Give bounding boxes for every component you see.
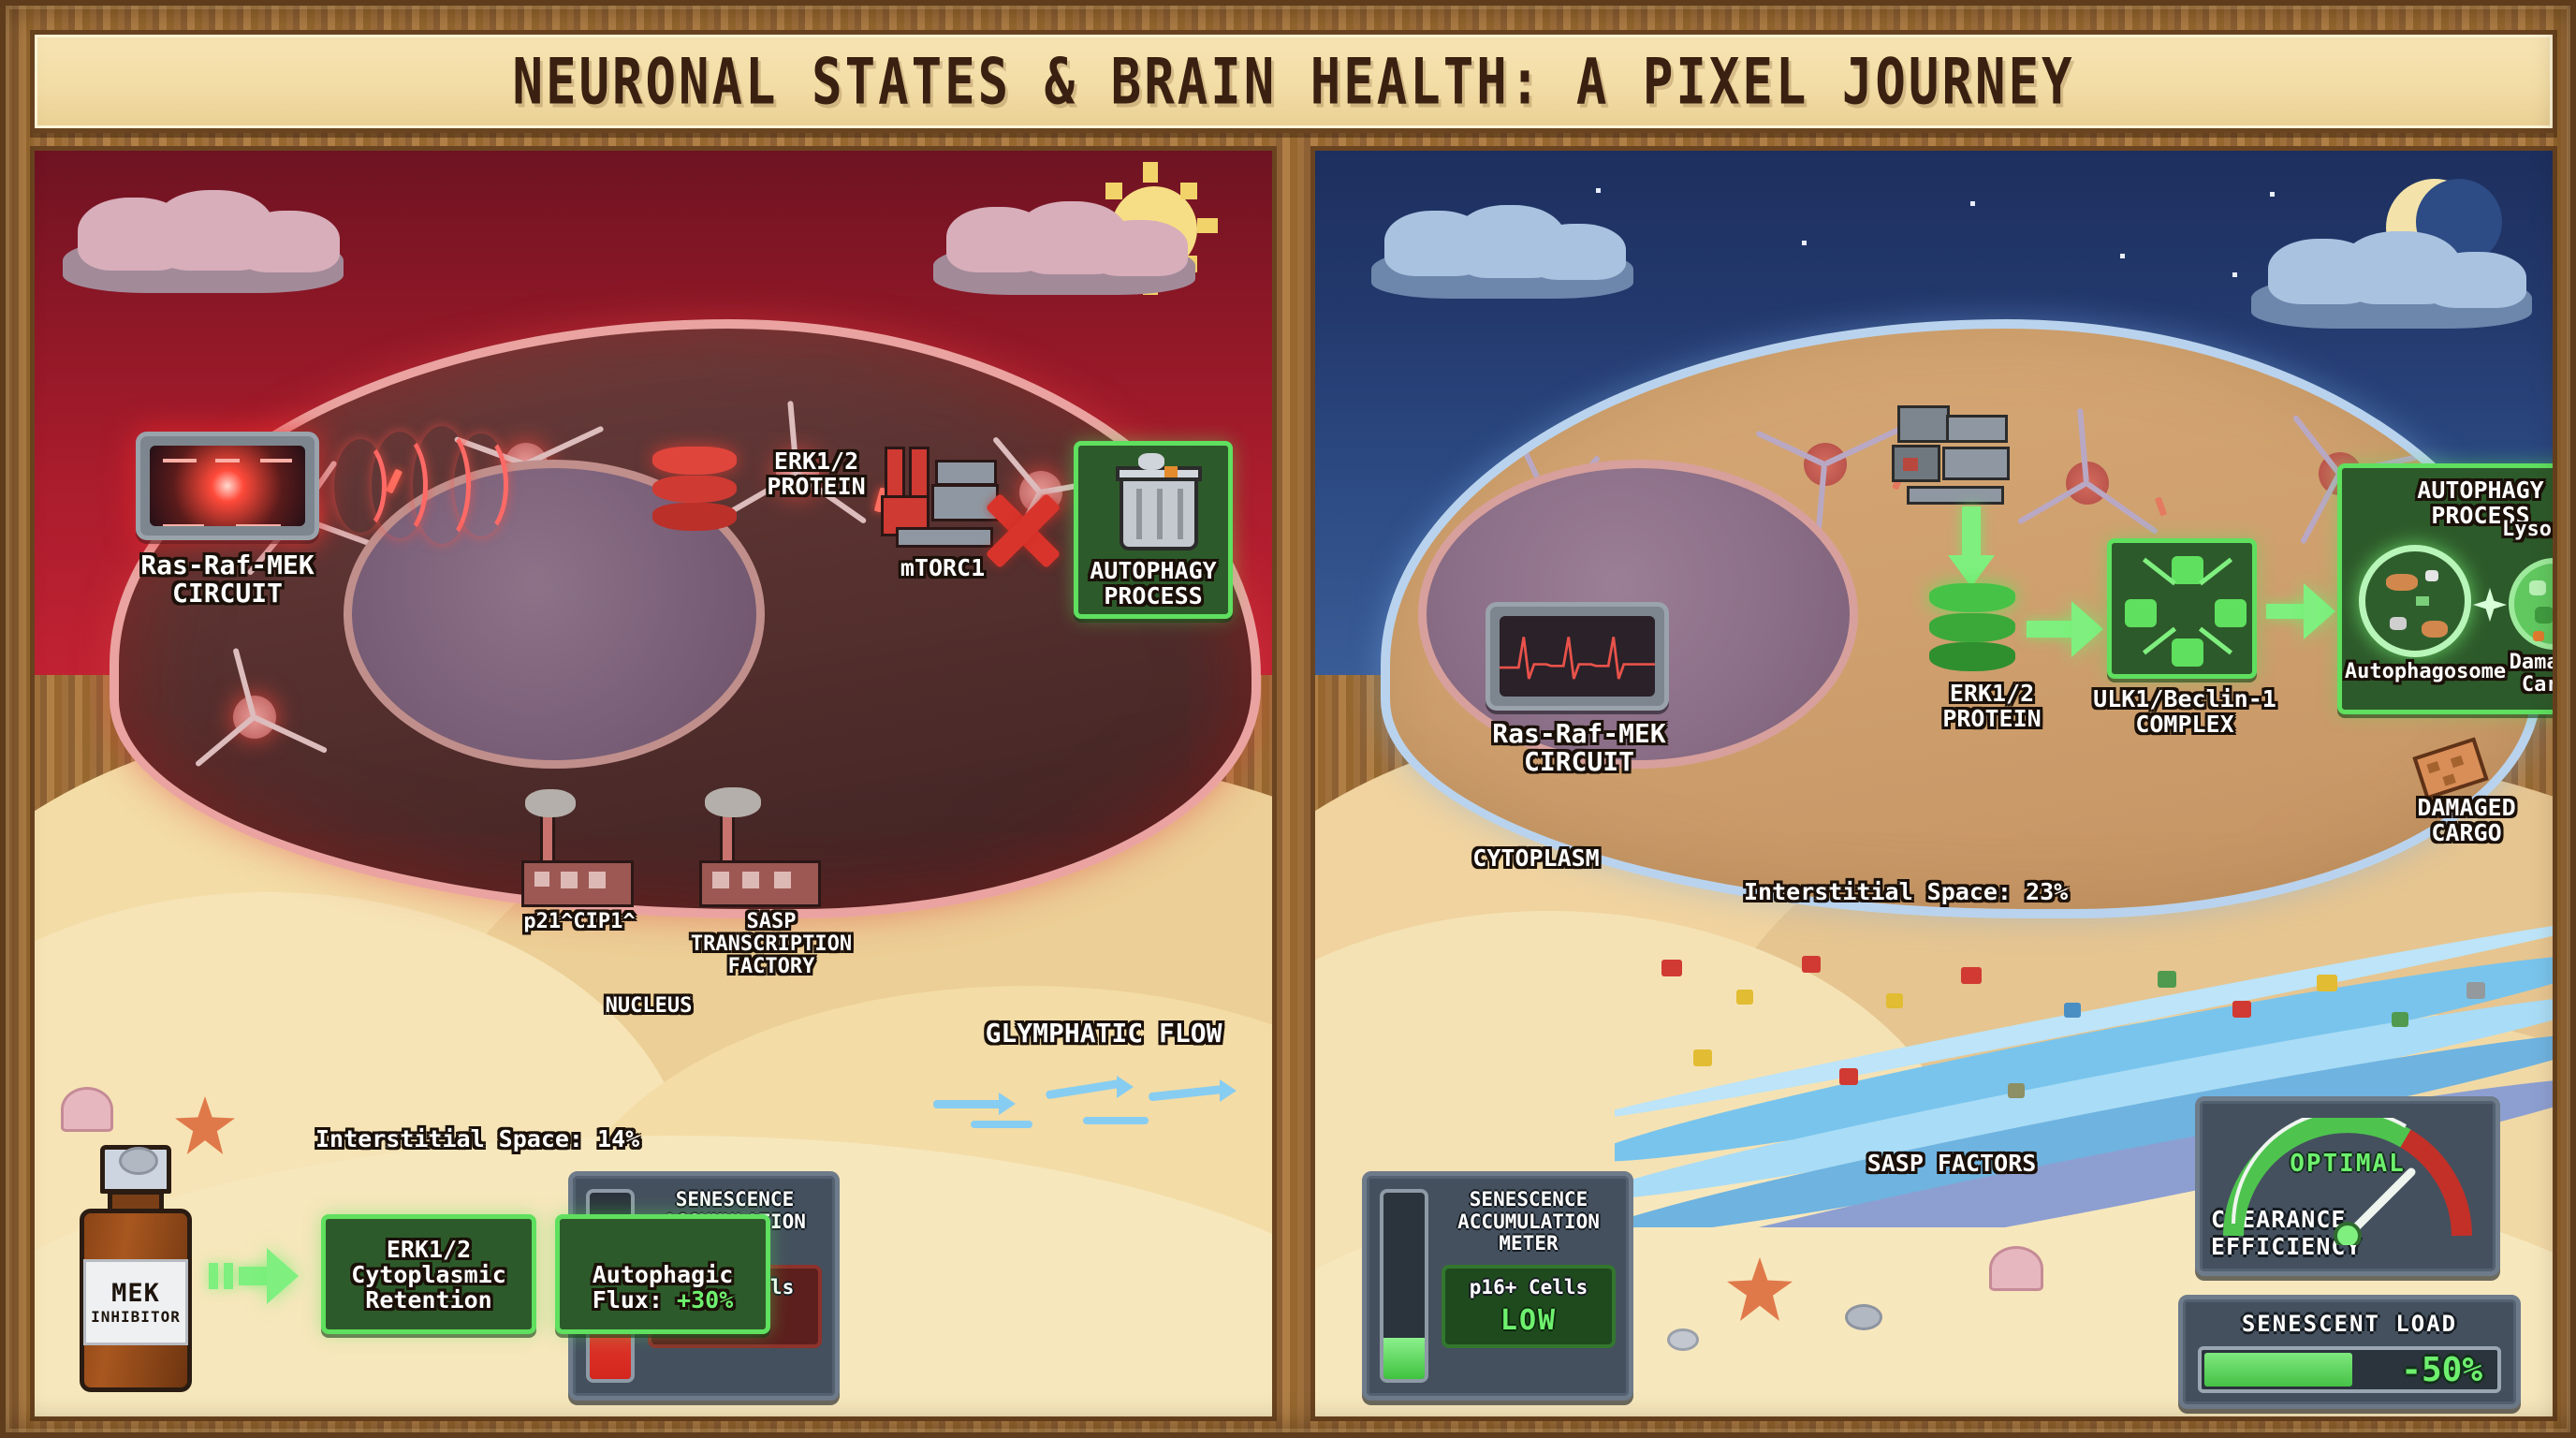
neuron: [1746, 385, 1905, 544]
sasp-particle: [2466, 982, 2485, 999]
pebble-icon: [1667, 1328, 1699, 1351]
star-icon: [2120, 254, 2125, 258]
mtorc1-icon: [877, 447, 1001, 550]
damaged-cargo-small-label: Damaged Cargo: [2509, 651, 2553, 697]
pebble-icon: [119, 1147, 158, 1175]
treatment-arrow-icon: [209, 1248, 312, 1304]
p16-chip-value: LOW: [1500, 1303, 1558, 1337]
autophagic-flux-value: +30%: [677, 1285, 734, 1313]
cloud-icon: [63, 190, 344, 293]
neuron: [175, 638, 334, 797]
gauge-status-label: OPTIMAL: [2290, 1150, 2406, 1178]
autophagosome-label: Autophagosome: [2344, 660, 2507, 683]
star-icon: [1596, 188, 1601, 193]
autophagic-flux-label: Autophagic Flux:: [592, 1260, 734, 1313]
senescent-load-value: -50%: [2401, 1350, 2482, 1389]
fusion-spark-icon: [2473, 588, 2507, 622]
autophagic-flux-box[interactable]: Autophagic Flux: +30%: [555, 1214, 770, 1334]
star-icon: [1802, 241, 1807, 245]
sasp-particle: [1802, 956, 1821, 973]
page-title: NEURONAL STATES & BRAIN HEALTH: A PIXEL …: [512, 44, 2075, 119]
star-icon: [1970, 201, 1975, 206]
activation-arrow-down-icon: [1948, 506, 1995, 591]
shell-icon: [1989, 1246, 2043, 1291]
sasp-particle: [1839, 1068, 1858, 1085]
erk-protein-icon: [652, 447, 737, 531]
gauge-arc-icon: [2223, 1118, 2472, 1245]
cloud-icon: [933, 201, 1195, 295]
sasp-factory-icon: [699, 787, 821, 909]
blocked-x-icon: [980, 488, 1066, 574]
erk-protein-icon: [1929, 583, 2015, 671]
bottle-label: MEK INHIBITOR: [83, 1259, 188, 1345]
p16-chip-label: p16+ Cells: [1469, 1275, 1588, 1299]
bottle-label-line2: INHIBITOR: [91, 1308, 181, 1326]
panel-sleep-state: Ras-Raf-MEK CIRCUIT CYTOPLASM ERK1/2 PRO…: [1310, 146, 2557, 1421]
p16-chip: p16+ Cells LOW: [1442, 1264, 1616, 1348]
ulk1-beclin-box[interactable]: [2107, 538, 2257, 679]
mek-inhibitor-bottle[interactable]: MEK INHIBITOR: [80, 1145, 192, 1398]
lysosome-icon: [2509, 558, 2553, 650]
sasp-particle: [1961, 967, 1982, 984]
sasp-particle: [1693, 1049, 1712, 1066]
senescence-bar: [1380, 1189, 1428, 1383]
sasp-particle: [1736, 990, 1753, 1005]
sasp-particle: [1661, 960, 1682, 976]
autophagosome-icon: [2359, 545, 2471, 657]
ulk1-to-autophagy-arrow-icon: [2266, 583, 2335, 639]
sasp-particle: [2064, 1003, 2081, 1018]
shell-icon: [61, 1087, 113, 1132]
bottle-label-line1: MEK: [111, 1279, 160, 1308]
senescent-load-track: -50%: [2198, 1346, 2501, 1393]
p21-factory-icon: [521, 789, 634, 909]
erk-to-ulk1-arrow-icon: [2027, 601, 2105, 657]
glymphatic-arrows: [933, 1068, 1251, 1134]
lysosome-label: Lysosome: [2502, 518, 2553, 541]
trashcan-icon: [1116, 453, 1202, 550]
wake-autophagy-box[interactable]: AUTOPHAGY PROCESS: [1074, 441, 1233, 619]
senescence-bar-fill: [1383, 1338, 1425, 1379]
sleep-autophagy-label: AUTOPHAGY PROCESS: [2417, 477, 2544, 529]
star-icon: [2270, 192, 2275, 197]
mtorc1-icon: [1888, 405, 2013, 508]
sasp-particle: [2317, 975, 2337, 991]
clearance-efficiency-gauge[interactable]: OPTIMAL CLEARANCE EFFICIENCY: [2195, 1096, 2500, 1276]
senescent-load-fill: [2204, 1353, 2352, 1387]
complex-network-icon: [2125, 556, 2247, 667]
sleep-autophagy-box[interactable]: AUTOPHAGY PROCESS Autophagosome Lysosome…: [2337, 463, 2553, 714]
erk-retention-label: ERK1/2 Cytoplasmic Retention: [351, 1235, 506, 1313]
sasp-particle: [2392, 1012, 2408, 1027]
cloud-icon: [1371, 205, 1633, 299]
autophagic-flux-text: Autophagic Flux: +30%: [560, 1237, 766, 1313]
sasp-particle: [2232, 1001, 2251, 1018]
senescence-meter-title: SENESCENCE ACCUMULATION METER: [1457, 1188, 1600, 1255]
sasp-particle: [2008, 1083, 2025, 1098]
panel-wake-state: Ras-Raf-MEK CIRCUIT ERK1/2 PROTEIN mTORC…: [30, 146, 1277, 1421]
erk-retention-box[interactable]: ERK1/2 Cytoplasmic Retention: [321, 1214, 536, 1334]
senescent-load-title: SENESCENT LOAD: [2241, 1311, 2458, 1337]
neuron: [718, 394, 877, 553]
wake-autophagy-label: AUTOPHAGY PROCESS: [1090, 557, 1217, 609]
sasp-particle: [2158, 971, 2176, 988]
title-bar: NEURONAL STATES & BRAIN HEALTH: A PIXEL …: [30, 30, 2557, 133]
ras-raf-mek-device[interactable]: [1486, 602, 1669, 711]
sasp-particle: [1886, 993, 1903, 1008]
neuron: [2008, 404, 2167, 563]
cloud-icon: [2251, 231, 2532, 329]
star-icon: [2232, 272, 2237, 277]
pebble-icon: [1845, 1304, 1882, 1330]
senescent-load-panel[interactable]: SENESCENT LOAD -50%: [2178, 1295, 2521, 1409]
signal-wave: [454, 433, 508, 536]
ras-raf-mek-device[interactable]: [136, 432, 319, 540]
sleep-senescence-meter[interactable]: SENESCENCE ACCUMULATION METER p16+ Cells…: [1362, 1171, 1633, 1401]
